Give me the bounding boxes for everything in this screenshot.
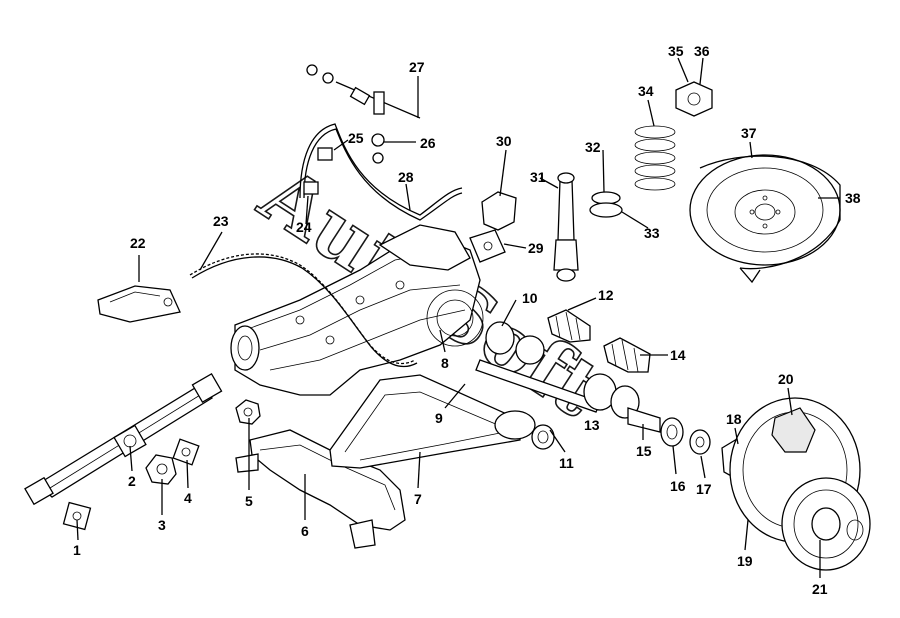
callout-21: 21 [812, 581, 828, 597]
bracket-29 [469, 229, 506, 263]
handbrake-lever-22 [97, 285, 181, 323]
bump-stop-30 [481, 191, 517, 231]
callout-9: 9 [435, 410, 443, 426]
handbrake-cable-23 [189, 253, 418, 368]
callout-29: 29 [528, 240, 544, 256]
callout-5: 5 [245, 493, 253, 509]
callout-30: 30 [496, 133, 512, 149]
callout-10: 10 [522, 290, 538, 306]
callout-3: 3 [158, 517, 166, 533]
callout-7: 7 [414, 491, 422, 507]
callout-16: 16 [670, 478, 686, 494]
callout-22: 22 [130, 235, 146, 251]
drop-link-27 [306, 64, 421, 164]
callout-27: 27 [409, 59, 425, 75]
coil-spring-34 [634, 125, 676, 191]
drive-shaft [426, 289, 640, 419]
leader-lines [76, 57, 840, 578]
callout-labels: 1 2 3 4 5 6 7 8 9 10 11 12 13 14 15 16 1… [73, 43, 861, 597]
callout-18: 18 [726, 411, 742, 427]
callout-31: 31 [530, 169, 546, 185]
bearing-bracket-3 [145, 454, 177, 485]
callout-6: 6 [301, 523, 309, 539]
callout-12: 12 [598, 287, 614, 303]
callout-33: 33 [644, 225, 660, 241]
flex-disc-5 [235, 399, 261, 425]
bearing-16 [660, 417, 684, 447]
caliper-20 [771, 407, 816, 453]
callout-23: 23 [213, 213, 229, 229]
spare-wheel-strap-38 [699, 155, 841, 284]
callout-15: 15 [636, 443, 652, 459]
anti-roll-bar [299, 123, 463, 221]
shock-absorber-31 [553, 172, 579, 282]
callout-25: 25 [348, 130, 364, 146]
bearing-17 [689, 429, 711, 455]
stub-axle-15 [627, 407, 661, 433]
callout-2: 2 [128, 473, 136, 489]
spring-seat-32 [589, 191, 623, 218]
callout-4: 4 [184, 490, 192, 506]
callout-19: 19 [737, 553, 753, 569]
spring-top-35-36 [675, 81, 713, 117]
callout-24: 24 [296, 219, 312, 235]
callout-8: 8 [441, 355, 449, 371]
callout-1: 1 [73, 542, 81, 558]
trailing-arm [329, 374, 555, 469]
flex-coupling-1 [62, 501, 92, 531]
differential-housing [230, 224, 481, 396]
callout-34: 34 [638, 83, 654, 99]
callout-35: 35 [668, 43, 684, 59]
boot-14 [603, 337, 651, 373]
callout-32: 32 [585, 139, 601, 155]
boot-12 [547, 309, 591, 343]
flex-coupling-4 [172, 438, 200, 466]
brake-disc-21 [781, 477, 871, 571]
spare-wheel-37 [689, 154, 841, 266]
callout-28: 28 [398, 169, 414, 185]
callout-14: 14 [670, 347, 686, 363]
callout-13: 13 [584, 417, 600, 433]
callout-26: 26 [420, 135, 436, 151]
propeller-shaft [24, 372, 223, 506]
callout-37: 37 [741, 125, 757, 141]
callout-20: 20 [778, 371, 794, 387]
callout-11: 11 [559, 455, 574, 471]
callout-17: 17 [696, 481, 712, 497]
callout-36: 36 [694, 43, 710, 59]
callout-38: 38 [845, 190, 861, 206]
